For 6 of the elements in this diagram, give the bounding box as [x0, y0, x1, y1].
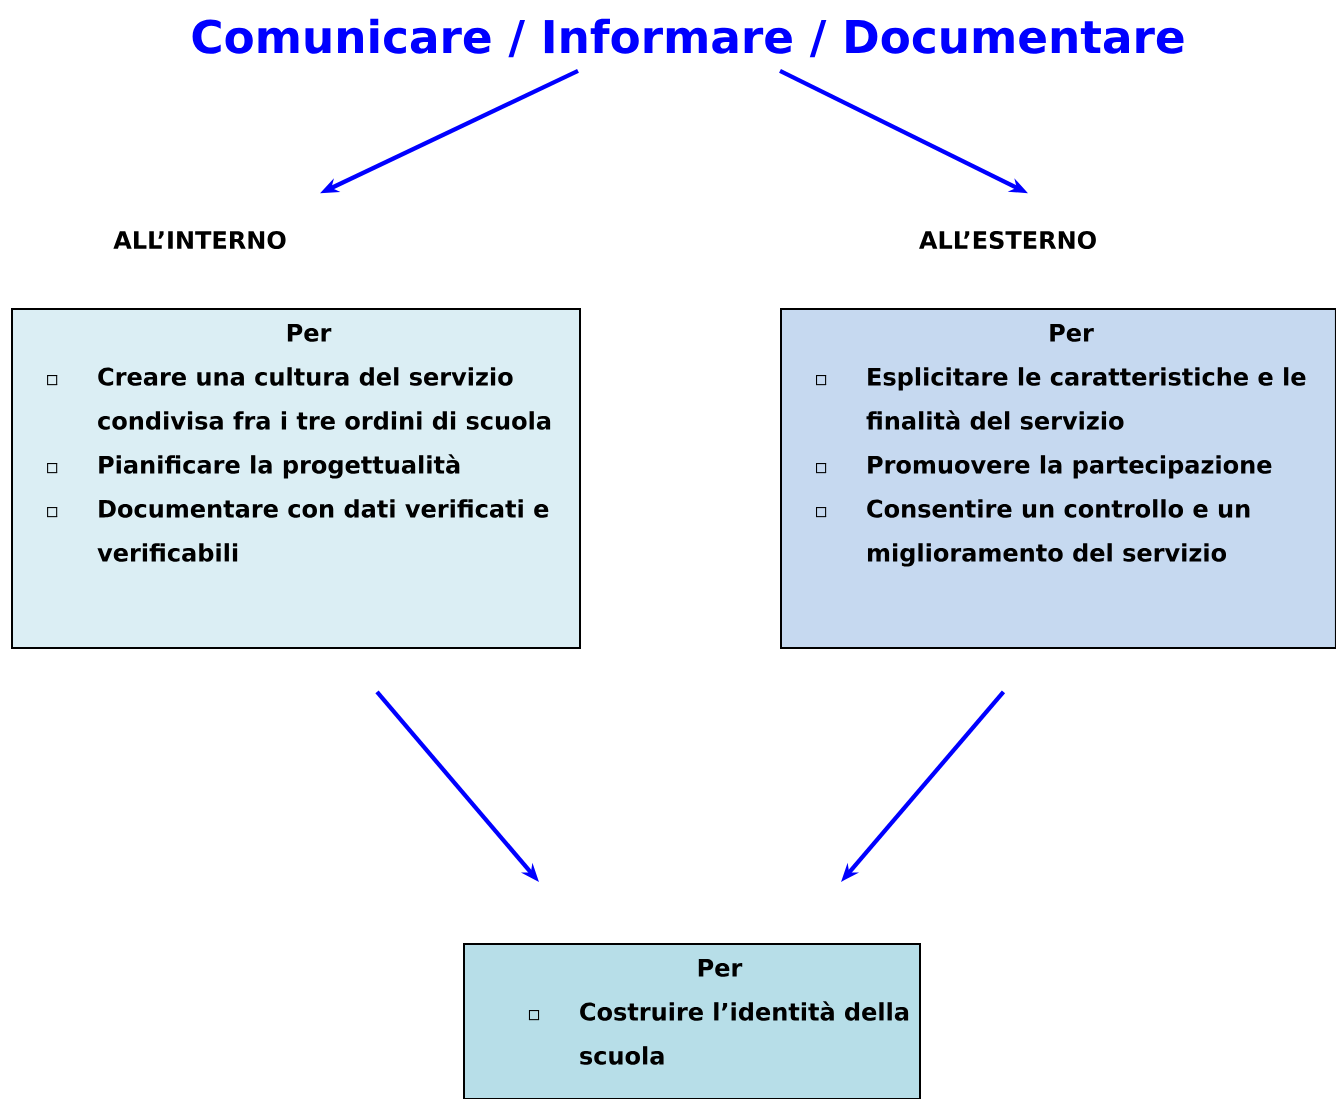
title-text: Comunicare / Informare / Documentare — [192, 18, 1184, 58]
heading-text: ALL’INTERNO — [113, 230, 286, 250]
text-box: Per Costruire l’identità della scuola — [463, 943, 921, 1099]
text-box: Per Esplicitare le caratteristiche e le finalità del servizio Promuovere la partecipazione Consentire un controllo e un miglioramento del servizio — [780, 308, 1336, 649]
heading-text: ALL’ESTERNO — [919, 230, 1096, 250]
text-box: Per Creare una cultura del servizio condivisa fra i tre ordini di scuola Pianificare la progettualità Documentare con dati verificati e verificabili — [11, 308, 581, 649]
